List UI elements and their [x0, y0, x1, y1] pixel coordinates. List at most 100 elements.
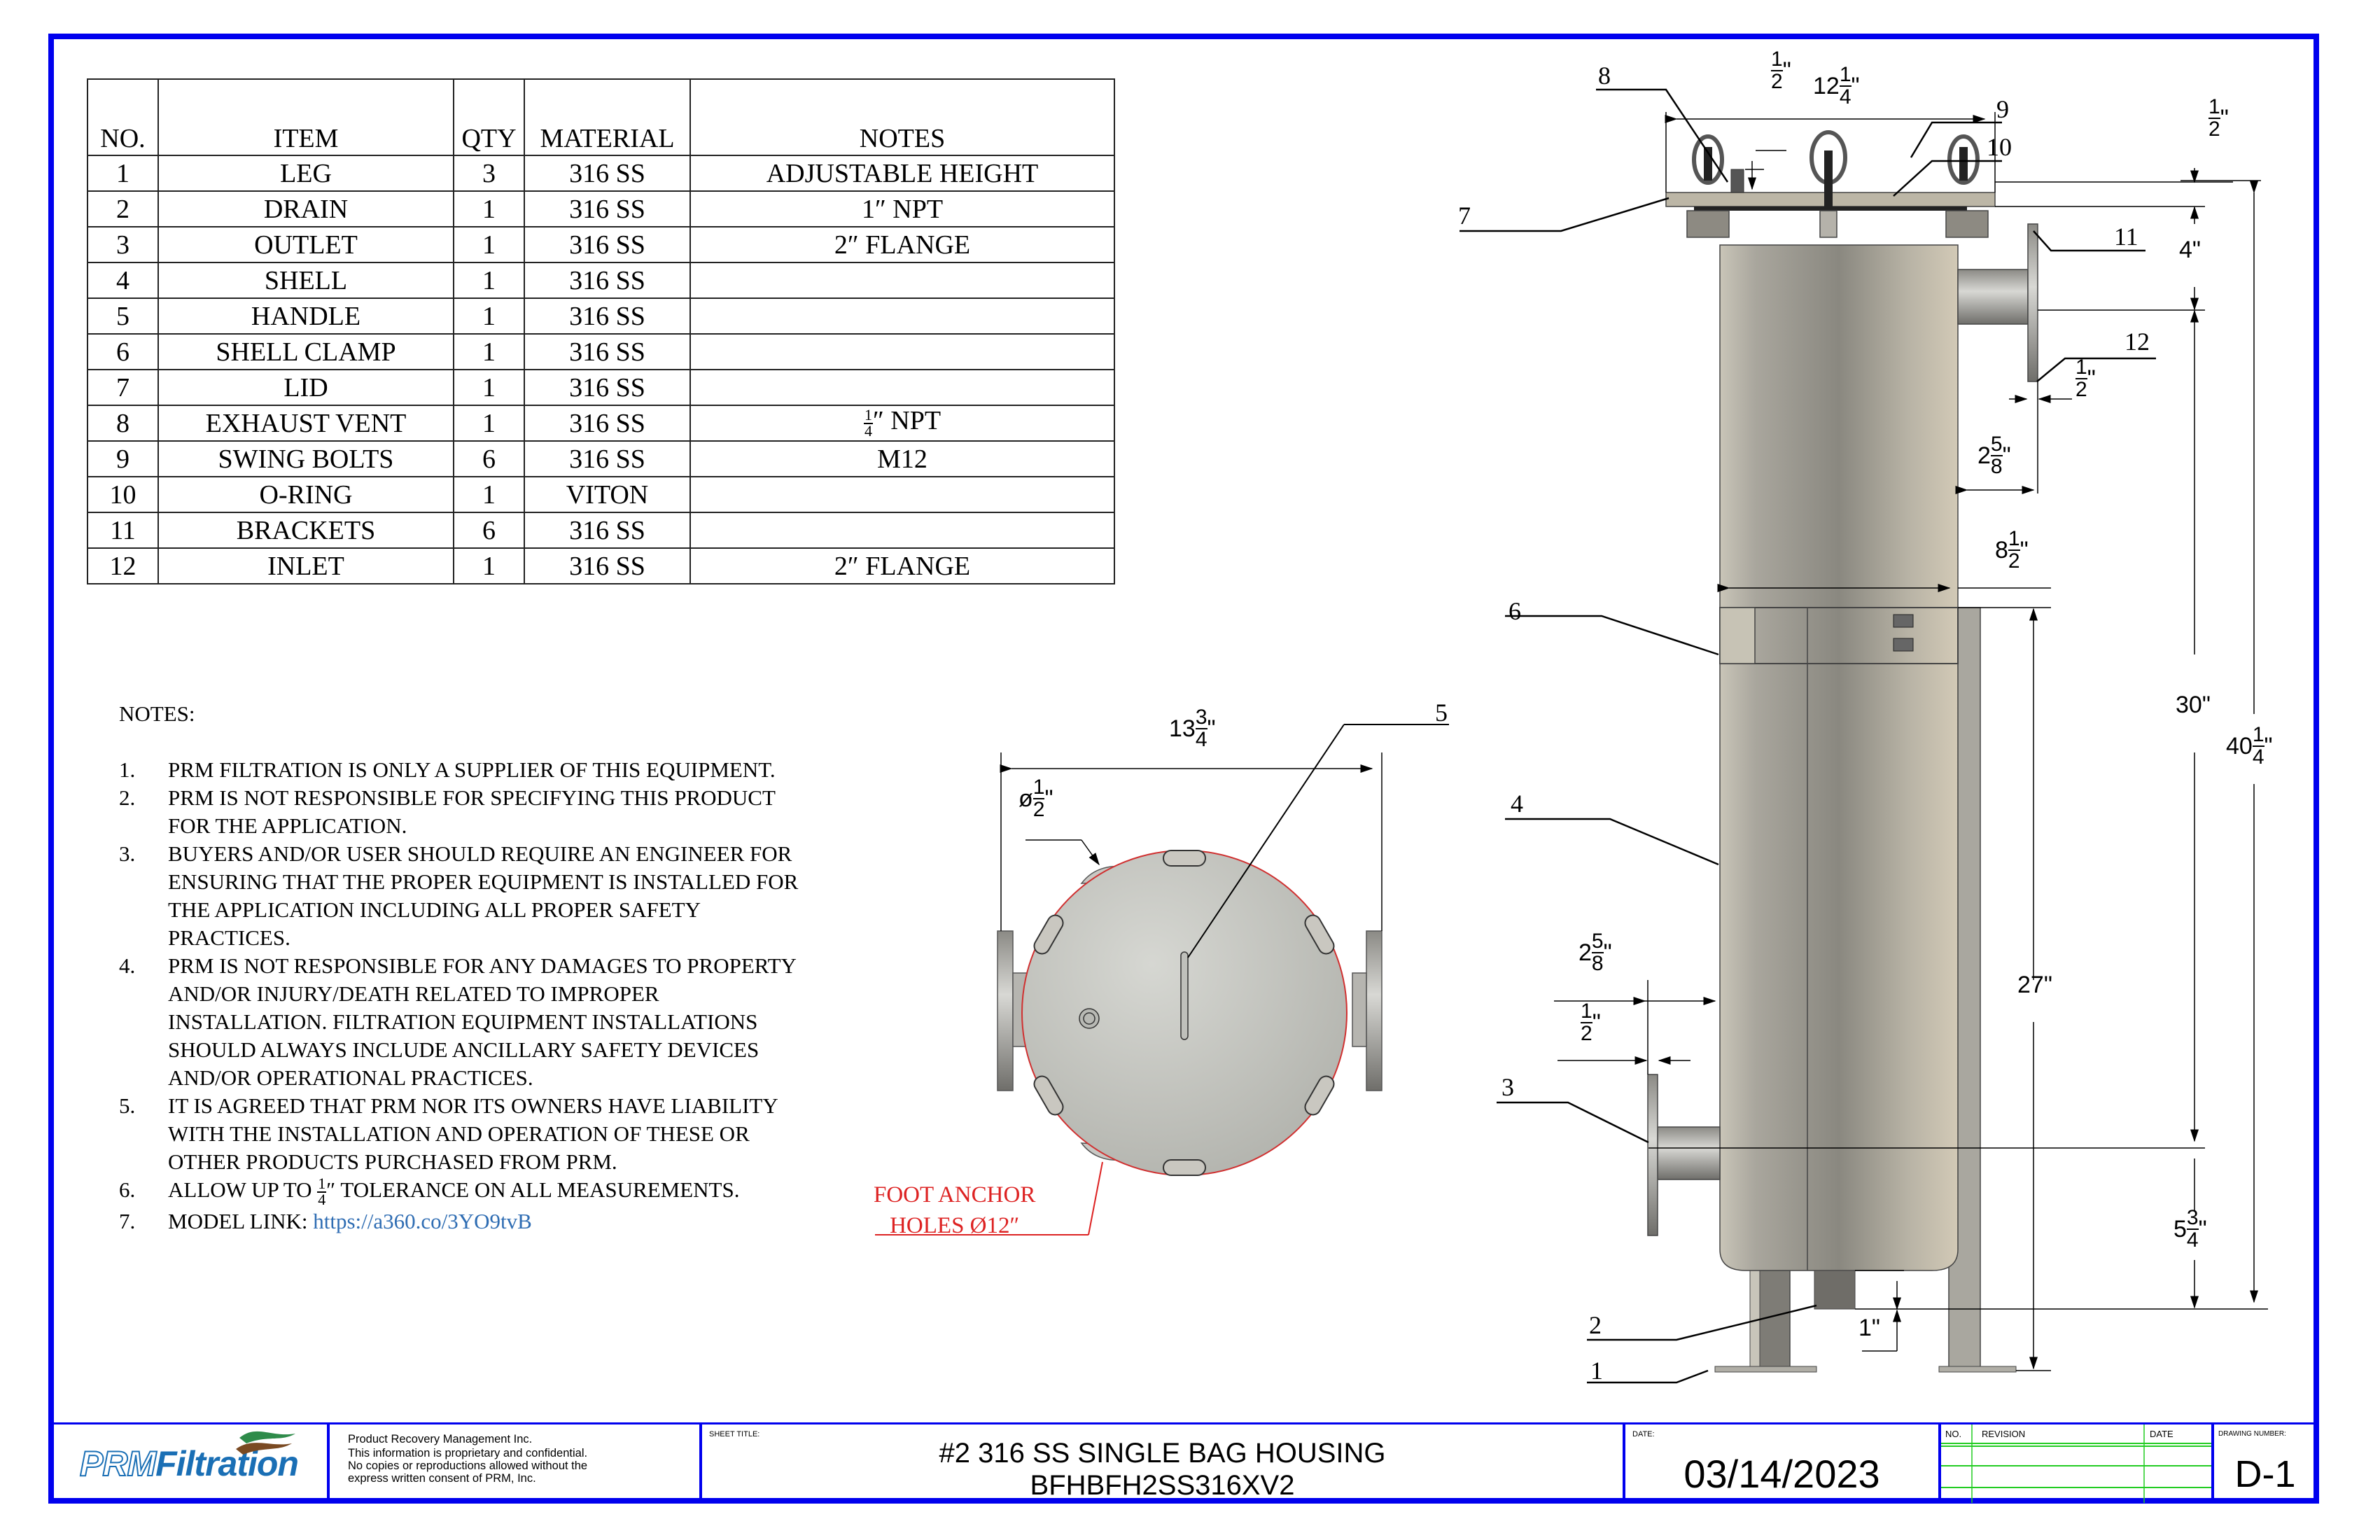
rev-header-revision: REVISION — [1982, 1429, 2026, 1439]
cell-no: 12 — [87, 547, 159, 584]
cell-qty: 1 — [453, 226, 525, 263]
cell-notes — [690, 333, 1115, 370]
note-item: 5.IT IS AGREED THAT PRM NOR ITS OWNERS H… — [119, 1093, 778, 1174]
cell-no: 8 — [87, 405, 159, 442]
logo-cell: PRMFiltration — [51, 1424, 330, 1503]
cell-notes — [690, 298, 1115, 335]
callout-8: 8 — [1598, 62, 1611, 90]
cell-material: 316 SS — [524, 440, 691, 477]
cell-qty: 1 — [453, 262, 525, 299]
note-item: 1.PRM FILTRATION IS ONLY A SUPPLIER OF T… — [119, 757, 776, 782]
sheet-title: #2 316 SS SINGLE BAG HOUSING BFHBFH2SS31… — [939, 1438, 1386, 1501]
date-cell: DATE: 03/14/2023 — [1625, 1424, 1941, 1503]
cell-qty: 1 — [453, 369, 525, 406]
cell-item: OUTLET — [158, 226, 454, 263]
side-view — [1460, 88, 2268, 1384]
header-item: ITEM — [158, 78, 454, 156]
sheet-title-cell: SHEET TITLE: #2 316 SS SINGLE BAG HOUSIN… — [702, 1424, 1625, 1503]
cell-qty: 6 — [453, 512, 525, 549]
cell-material: 316 SS — [524, 405, 691, 442]
cell-qty: 3 — [453, 155, 525, 192]
drawing-number-label: DRAWING NUMBER: — [2218, 1430, 2286, 1438]
cell-notes: M12 — [690, 440, 1115, 477]
bom-header-row: NO. ITEM QTY MATERIAL NOTES — [87, 78, 1115, 156]
callout-10: 10 — [1987, 133, 2012, 161]
wave-logo-icon — [235, 1431, 295, 1455]
cell-notes — [690, 262, 1115, 299]
cell-material: 316 SS — [524, 155, 691, 192]
title-block: PRMFiltration Product Recovery Managemen… — [51, 1422, 2316, 1503]
cell-notes: ADJUSTABLE HEIGHT — [690, 155, 1115, 192]
callout-11: 11 — [2114, 223, 2138, 251]
cell-no: 2 — [87, 190, 159, 227]
cell-material: 316 SS — [524, 369, 691, 406]
rev-header-date: DATE — [2150, 1429, 2174, 1439]
cell-item: LID — [158, 369, 454, 406]
cell-material: VITON — [524, 476, 691, 513]
note-item: 2.PRM IS NOT RESPONSIBLE FOR SPECIFYING … — [119, 785, 776, 838]
cell-no: 6 — [87, 333, 159, 370]
sheet-title-label: SHEET TITLE: — [709, 1430, 760, 1438]
cell-item: SWING BOLTS — [158, 440, 454, 477]
callout-9: 9 — [1996, 95, 2009, 123]
rev-header-no: NO. — [1945, 1429, 1962, 1439]
header-notes: NOTES — [690, 78, 1115, 156]
cell-item: LEG — [158, 155, 454, 192]
cell-qty: 1 — [453, 476, 525, 513]
cell-material: 316 SS — [524, 298, 691, 335]
header-no: NO. — [87, 78, 159, 156]
notes-title: NOTES: — [119, 701, 195, 726]
model-link[interactable]: https://a360.co/3YO9tvB — [313, 1208, 532, 1233]
cell-no: 7 — [87, 369, 159, 406]
cell-item: SHELL — [158, 262, 454, 299]
cell-no: 10 — [87, 476, 159, 513]
general-notes: NOTES: 1.PRM FILTRATION IS ONLY A SUPPLI… — [119, 700, 819, 1236]
callout-4: 4 — [1511, 790, 1523, 818]
cell-qty: 6 — [453, 440, 525, 477]
drawing-number: D-1 — [2234, 1453, 2296, 1495]
header-qty: QTY — [453, 78, 525, 156]
revision-table: NO. REVISION DATE — [1941, 1424, 2214, 1503]
cell-notes: 2″ FLANGE — [690, 226, 1115, 263]
callout-6: 6 — [1508, 597, 1521, 625]
revision-grid — [1941, 1424, 2211, 1503]
callout-12: 12 — [2124, 328, 2150, 356]
cell-notes — [690, 476, 1115, 513]
cell-material: 316 SS — [524, 262, 691, 299]
cell-item: HANDLE — [158, 298, 454, 335]
cell-notes: 1″ NPT — [690, 190, 1115, 227]
cell-qty: 1 — [453, 405, 525, 442]
cell-item: SHELL CLAMP — [158, 333, 454, 370]
drawing-number-cell: DRAWING NUMBER: D-1 — [2214, 1424, 2316, 1503]
cell-no: 9 — [87, 440, 159, 477]
callout-5: 5 — [1435, 699, 1448, 727]
cell-notes — [690, 369, 1115, 406]
note-item: 7.MODEL LINK: https://a360.co/3YO9tvB — [119, 1208, 532, 1233]
cell-item: O-RING — [158, 476, 454, 513]
cell-material: 316 SS — [524, 547, 691, 584]
cell-qty: 1 — [453, 333, 525, 370]
cell-material: 316 SS — [524, 190, 691, 227]
cell-notes — [690, 512, 1115, 549]
header-material: MATERIAL — [524, 78, 691, 156]
